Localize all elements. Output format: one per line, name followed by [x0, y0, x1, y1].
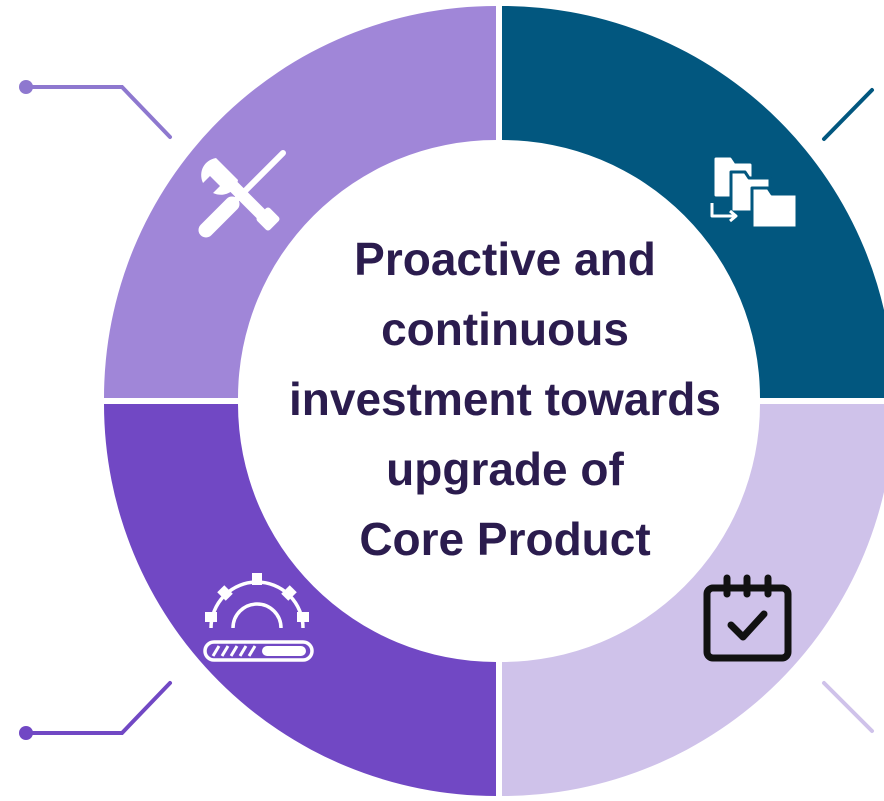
calendar-check-icon: [703, 574, 792, 662]
center-title-line-2: continuous: [381, 303, 629, 355]
segment-bottom-left: [104, 404, 496, 796]
gear-progress-icon: [203, 573, 314, 662]
connector-top-left: [24, 85, 172, 139]
segment-top-left: [104, 6, 496, 398]
center-title-line-1: Proactive and: [354, 233, 656, 285]
segment-bottom-right: [502, 404, 884, 796]
connector-bottom-left: [24, 681, 172, 735]
wrench-screwdriver-icon: [198, 150, 286, 238]
connector-top-right: [822, 88, 874, 141]
folders-move-icon: [710, 157, 799, 230]
connector-dot-bottom-left: [19, 726, 33, 740]
segment-top-right: [502, 6, 884, 398]
center-title-line-3: investment towards: [289, 373, 721, 425]
connector-bottom-right: [822, 681, 874, 733]
center-title: Proactive and continuous investment towa…: [252, 224, 758, 574]
connector-dot-top-left: [19, 80, 33, 94]
center-title-line-5: Core Product: [359, 513, 651, 565]
center-title-line-4: upgrade of: [386, 443, 624, 495]
